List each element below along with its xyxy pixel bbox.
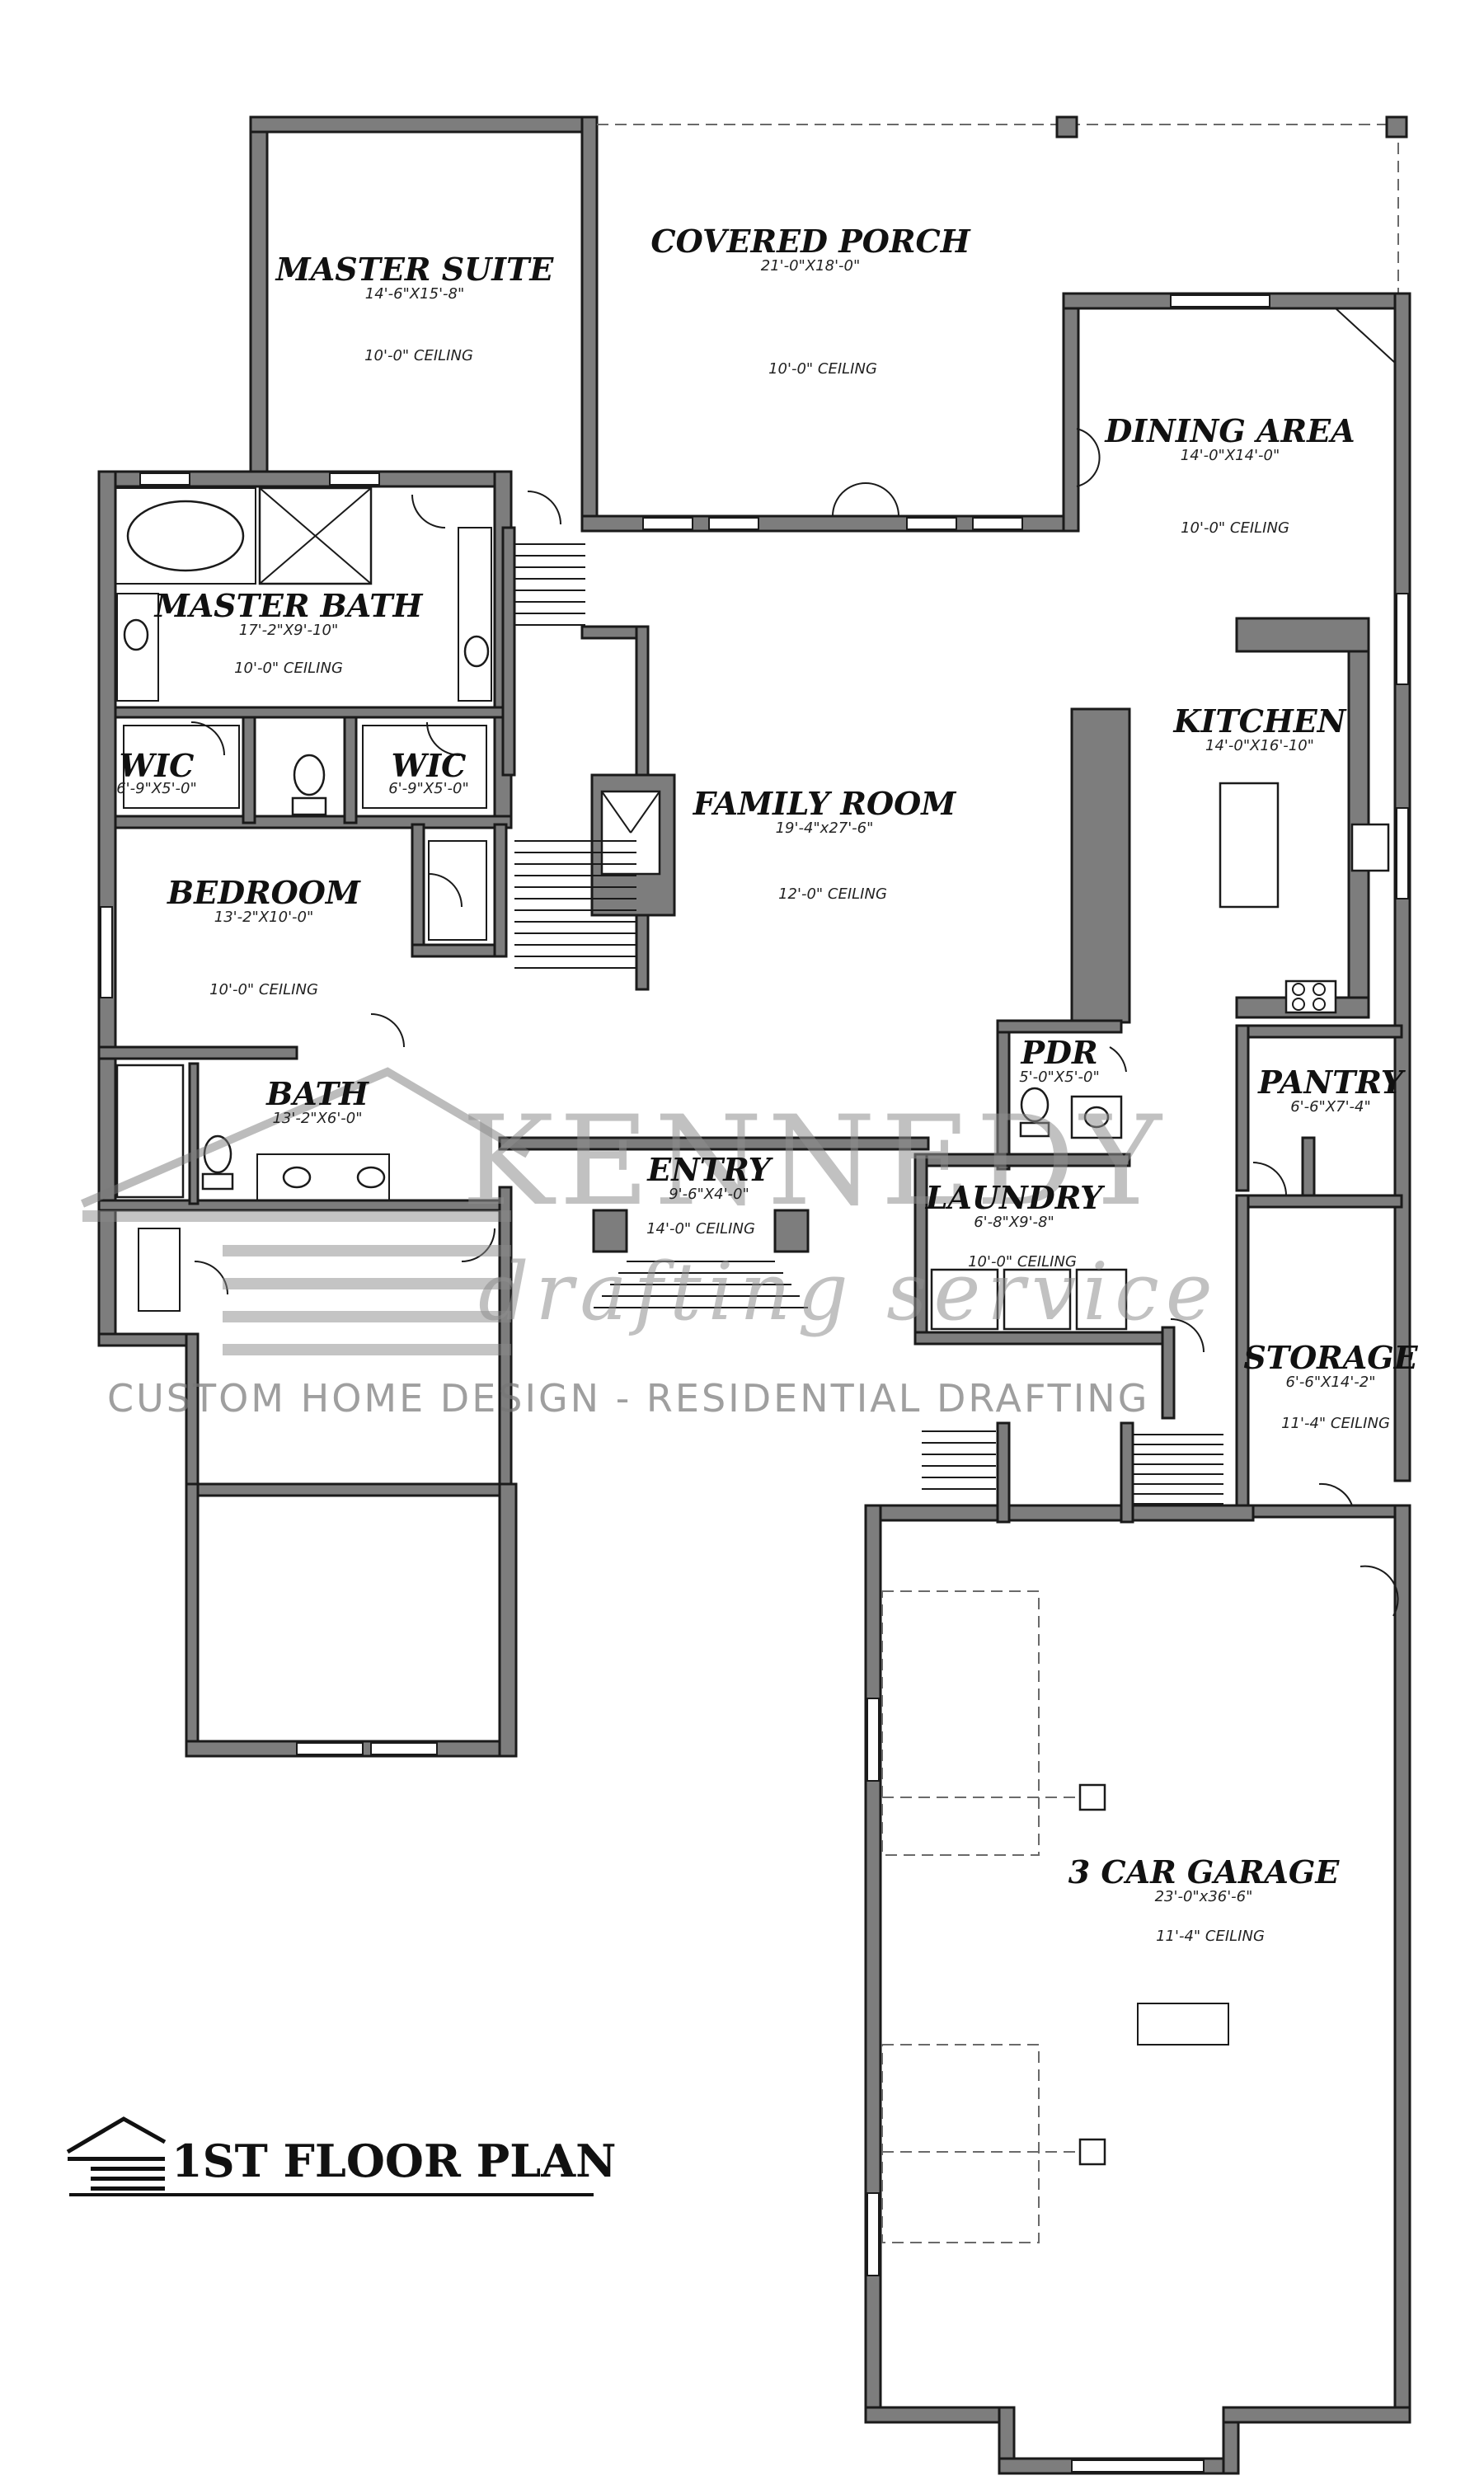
room-dim-laundry: 6'-8"X9'-8": [974, 1214, 1054, 1231]
room-dim-storage: 6'-6"X14'-2": [1285, 1374, 1375, 1391]
room-name-dining-area: DINING AREA: [1104, 412, 1355, 449]
garage-details: [881, 1590, 1229, 2243]
room-name-wic-left: WIC: [120, 747, 195, 784]
room-dim-family-room: 19'-4"x27'-6": [776, 820, 874, 837]
room-ceiling-covered-porch: 10'-0" CEILING: [768, 360, 877, 378]
plan-title-block: 1ST FLOOR PLAN: [66, 2116, 616, 2196]
room-dim-pantry: 6'-6"X7'-4": [1290, 1098, 1371, 1116]
room-dim-covered-porch: 21'-0"X18'-0": [761, 257, 861, 275]
room-ceiling-master-suite: 10'-0" CEILING: [364, 347, 473, 364]
room-name-pantry: PANTRY: [1257, 1064, 1407, 1101]
room-dim-master-bath: 17'-2"X9'-10": [239, 622, 339, 639]
room-name-pdr: PDR: [1020, 1034, 1097, 1071]
watermark-services: CUSTOM HOME DESIGN - RESIDENTIAL DRAFTIN…: [107, 1376, 1149, 1421]
room-dim-garage: 23'-0"x36'-6": [1155, 1888, 1253, 1905]
watermark-tagline: drafting service: [478, 1246, 1219, 1338]
room-dim-bath: 13'-2"X6'-0": [272, 1110, 362, 1127]
room-name-entry: ENTRY: [646, 1151, 773, 1188]
room-dim-master-suite: 14'-6"X15'-8": [365, 285, 465, 303]
room-dim-wic-right: 6'-9"X5'-0": [388, 780, 469, 797]
room-name-wic-right: WIC: [392, 747, 467, 784]
room-name-covered-porch: COVERED PORCH: [650, 223, 970, 260]
room-ceiling-storage: 11'-4" CEILING: [1281, 1415, 1390, 1432]
room-ceiling-master-bath: 10'-0" CEILING: [234, 660, 343, 677]
room-ceiling-laundry: 10'-0" CEILING: [968, 1253, 1077, 1271]
room-ceiling-bedroom: 10'-0" CEILING: [209, 981, 318, 998]
room-name-garage: 3 CAR GARAGE: [1068, 1853, 1341, 1891]
room-name-family-room: FAMILY ROOM: [693, 785, 957, 822]
room-ceiling-dining-area: 10'-0" CEILING: [1181, 519, 1289, 537]
room-dim-bedroom: 13'-2"X10'-0": [214, 909, 314, 926]
room-dim-wic-left: 6'-9"X5'-0": [116, 780, 197, 797]
watermark: KENNEDY drafting service CUSTOM HOME DES…: [81, 1067, 1219, 1421]
room-dim-entry: 9'-6"X4'-0": [669, 1186, 749, 1203]
house-logo-icon: [66, 2116, 167, 2191]
room-name-bath: BATH: [265, 1075, 369, 1112]
room-name-kitchen: KITCHEN: [1173, 702, 1347, 740]
room-name-master-bath: MASTER BATH: [153, 587, 424, 624]
room-name-bedroom: BEDROOM: [167, 874, 361, 911]
watermark-brand: KENNEDY: [462, 1090, 1167, 1233]
windows: [100, 294, 1409, 2473]
room-dim-kitchen: 14'-0"X16'-10": [1205, 737, 1314, 754]
room-ceiling-garage: 11'-4" CEILING: [1156, 1928, 1265, 1945]
room-name-storage: STORAGE: [1243, 1339, 1418, 1376]
room-labels: MASTER SUITE 14'-6"X15'-8" 10'-0" CEILIN…: [116, 223, 1418, 1945]
room-name-master-suite: MASTER SUITE: [275, 251, 555, 288]
room-ceiling-entry: 14'-0" CEILING: [646, 1220, 755, 1238]
room-dim-dining-area: 14'-0"X14'-0": [1181, 447, 1280, 464]
room-dim-pdr: 5'-0"X5'-0": [1019, 1069, 1100, 1086]
plan-title: 1ST FLOOR PLAN: [171, 2135, 616, 2187]
stairs: [514, 543, 1223, 1505]
room-ceiling-family-room: 12'-0" CEILING: [778, 885, 887, 903]
room-name-laundry: LAUNDRY: [925, 1179, 1106, 1216]
doors: [190, 308, 1399, 1617]
watermark-house-logo-icon: [81, 1067, 530, 1355]
